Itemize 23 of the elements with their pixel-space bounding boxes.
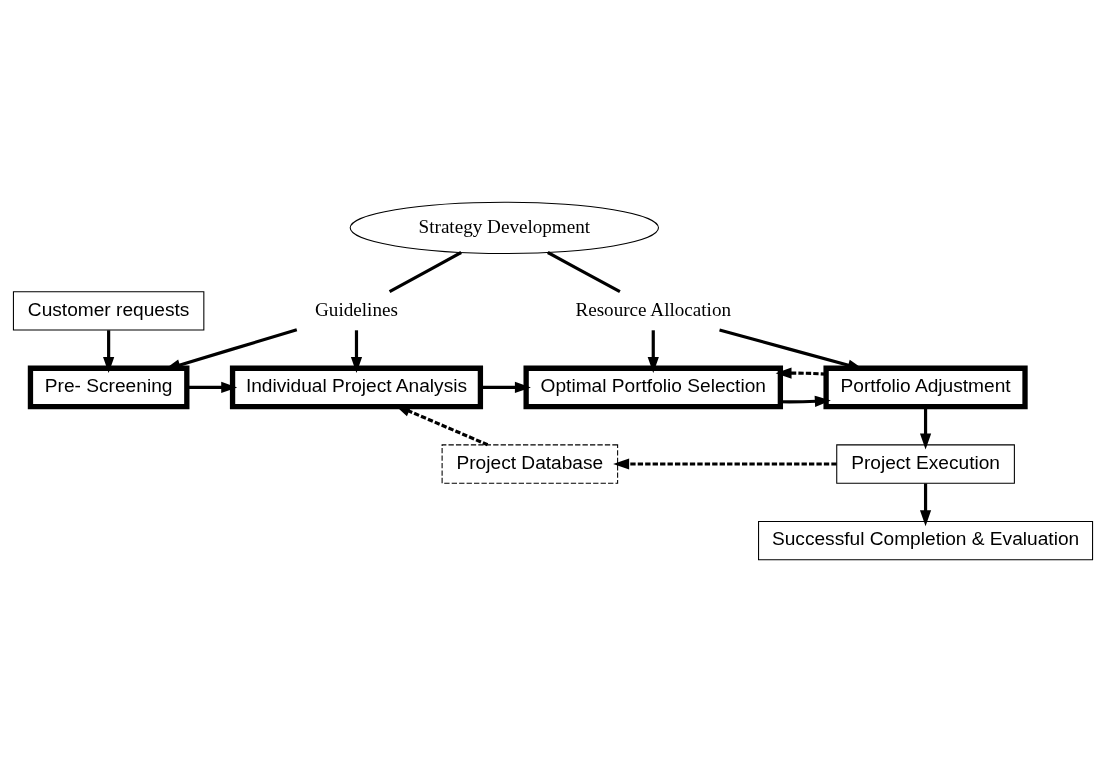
arrow: [780, 395, 831, 407]
node-box: Customer requests: [12, 291, 205, 331]
node-box: Successful Completion & Evaluation: [758, 520, 1094, 561]
node-text: Guidelines: [315, 298, 398, 320]
arrow: [350, 330, 363, 373]
node-box: Pre- Screening: [27, 365, 190, 410]
node-text: Resource Allocation: [575, 298, 732, 320]
arrow: [480, 381, 531, 394]
node-box: Project Database: [441, 444, 619, 484]
node-box: Portfolio Adjustment: [823, 365, 1028, 410]
arrow: [775, 367, 827, 379]
arrow: [187, 381, 238, 394]
arrow: [647, 330, 659, 373]
arrow: [919, 483, 932, 527]
arrow: [919, 406, 932, 450]
node-box: Project Execution: [836, 444, 1015, 484]
connector: [547, 251, 621, 294]
node-box: Individual Project Analysis: [229, 365, 484, 410]
arrow: [613, 458, 837, 470]
node-box: Optimal Portfolio Selection: [523, 365, 784, 410]
node-ellipse: Strategy Development: [349, 201, 659, 254]
arrow: [103, 330, 115, 373]
connector: [388, 251, 462, 294]
